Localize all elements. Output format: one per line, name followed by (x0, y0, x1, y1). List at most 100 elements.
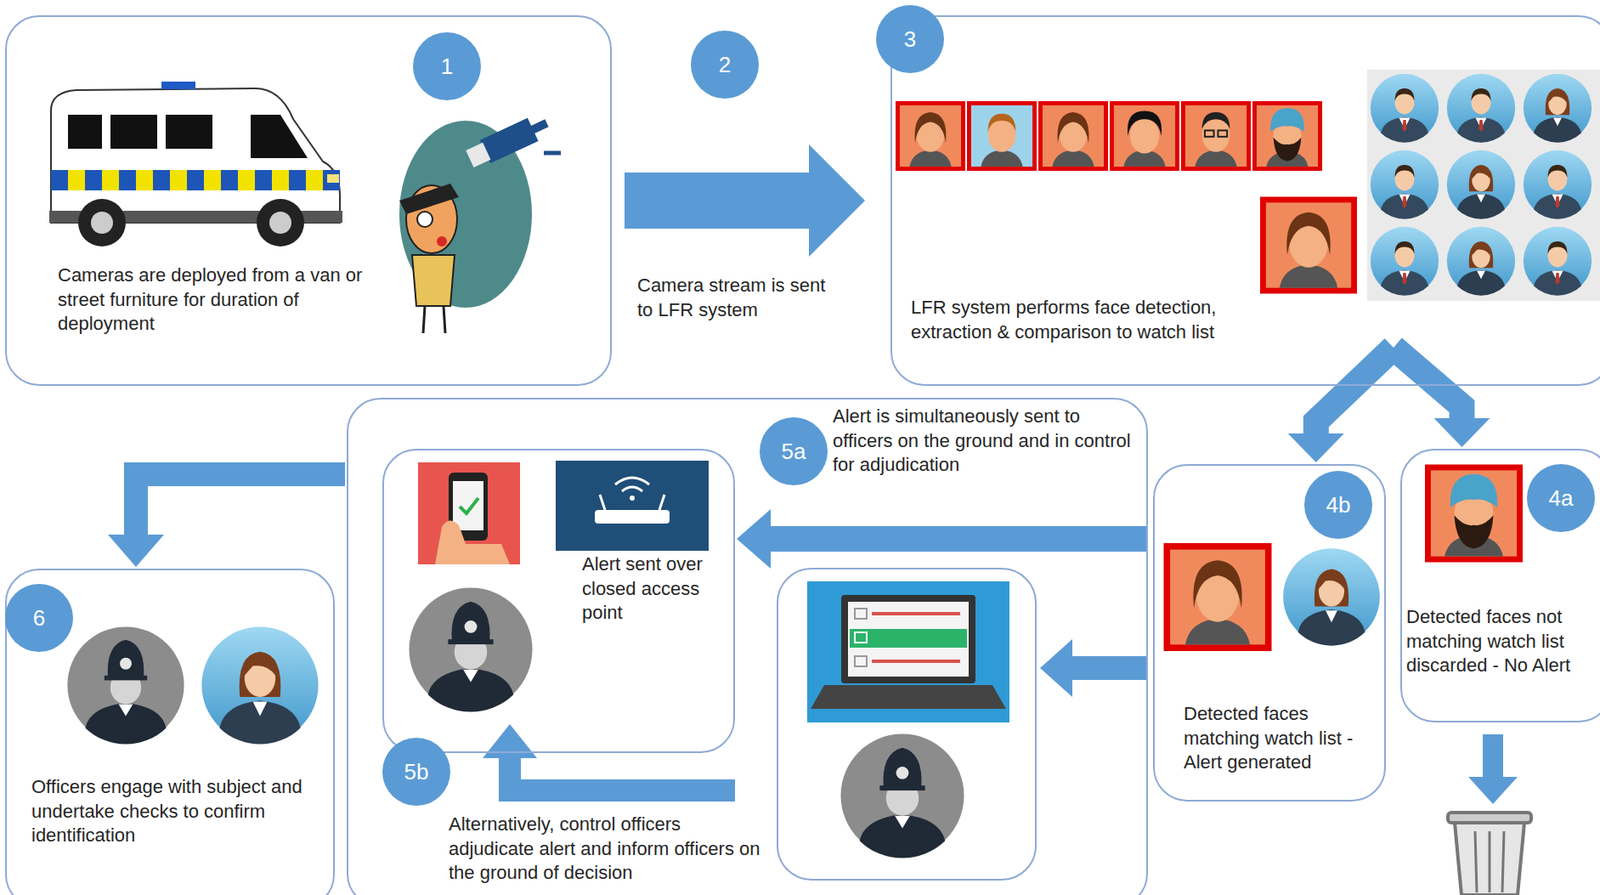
police-van (110, 114, 158, 149)
control-box (841, 594, 976, 684)
callout-number: 4b (1304, 470, 1373, 539)
flow-arrow (736, 508, 1148, 569)
trash-can (1454, 822, 1525, 895)
officer-figure (408, 587, 532, 712)
callout-number: 1 (412, 32, 481, 101)
control-box (854, 632, 867, 643)
box-text: Cameras are deployed from a van or stree… (57, 263, 364, 337)
control-box (840, 733, 964, 858)
camera-figure (443, 305, 446, 334)
camera-figure (399, 111, 561, 334)
arrow-head (736, 508, 771, 569)
arrow-shaft (1393, 347, 1463, 420)
router-icon (621, 486, 643, 492)
step-box: LFR system performs face detection, extr… (890, 15, 1600, 386)
control-box (807, 581, 1010, 723)
control-box (854, 655, 867, 667)
box-text: Detected faces matching watch list - Ale… (1183, 701, 1378, 775)
police-van (269, 211, 292, 234)
unmatched-face (1427, 467, 1520, 560)
callout-number: 4a (1526, 463, 1595, 532)
face-row (1182, 102, 1249, 169)
layout-arrow (1072, 655, 1148, 680)
box-text: Alert is simultaneously sent to officers… (832, 404, 1139, 478)
layout-arrow (1040, 638, 1073, 697)
face-row (1040, 102, 1106, 169)
watch-list-grid (1523, 73, 1592, 143)
flow-arrow (107, 474, 345, 567)
officer-figure (408, 587, 532, 712)
flow-arrow (1393, 347, 1491, 447)
police-van (90, 211, 114, 234)
face-row (1254, 102, 1320, 169)
box-text: Detected faces not matching watch list d… (1406, 604, 1598, 679)
control-box (854, 608, 867, 619)
box6-figures (201, 626, 318, 744)
arrow-head (1434, 418, 1491, 447)
layout-arrow (1482, 734, 1504, 779)
router-icon (615, 477, 650, 485)
police-van (49, 81, 343, 247)
control-box (777, 568, 1036, 880)
layout-arrow (1468, 776, 1518, 804)
group-box: Alert is simultaneously sent to officers… (346, 397, 1148, 895)
watch-list-grid (1447, 73, 1516, 143)
police-van (327, 174, 340, 183)
box-text: Alert sent over closed access point (582, 552, 731, 626)
matched-faces (1283, 548, 1380, 646)
control-box (871, 659, 961, 663)
face-row (897, 102, 1354, 291)
unmatched-face (1427, 467, 1520, 560)
layout-arrow (509, 756, 735, 791)
phone-icon (418, 462, 521, 565)
arrow-head (808, 144, 866, 257)
control-box (849, 628, 967, 648)
camera-figure (399, 183, 459, 215)
police-van (67, 114, 102, 149)
arrow-shaft (768, 525, 1148, 552)
police-van (50, 169, 340, 191)
police-van (78, 198, 126, 247)
phone-icon (418, 462, 521, 565)
watch-list-grid (1447, 226, 1516, 296)
matched-faces (1166, 546, 1268, 648)
edge-label: Camera stream is sent to LFR system (637, 273, 842, 323)
watch-list-grid (1447, 150, 1516, 220)
trash-can (1447, 812, 1532, 823)
phone-icon (459, 497, 479, 514)
callout-number: 3 (876, 5, 945, 74)
face-row (1111, 102, 1177, 169)
watch-list-grid (1367, 69, 1600, 301)
step-box: Cameras are deployed from a van or stree… (5, 15, 612, 386)
camera-figure (465, 142, 491, 168)
box-text: Alternatively, control officers adjudica… (448, 812, 770, 886)
arrow-head (107, 534, 164, 567)
face-row (897, 102, 963, 169)
trash-can (1447, 812, 1532, 895)
router-icon (599, 494, 605, 510)
router-icon (594, 509, 670, 524)
arrow-shaft (135, 474, 345, 537)
flow-arrow (624, 144, 866, 257)
camera-figure (529, 118, 549, 135)
router-icon (659, 494, 665, 510)
camera-figure (543, 151, 561, 156)
police-van (256, 198, 305, 247)
camera-figure (423, 305, 425, 334)
watch-list-grid (1523, 150, 1592, 220)
police-van (161, 81, 196, 90)
watch-list-grid (1370, 226, 1439, 296)
trash-can (1475, 831, 1477, 893)
callout-number: 5b (382, 737, 451, 806)
trash-can (1488, 831, 1492, 893)
arrow-shaft (1316, 347, 1394, 436)
callout-number: 5a (759, 417, 828, 486)
box-text: LFR system performs face detection, extr… (910, 295, 1285, 345)
router-icon (555, 460, 709, 551)
layout-arrow (482, 723, 538, 758)
camera-figure (412, 254, 455, 306)
phone-icon (435, 520, 510, 565)
box6-figures (67, 626, 318, 744)
trash-can (1502, 831, 1504, 893)
camera-figure (436, 236, 447, 247)
